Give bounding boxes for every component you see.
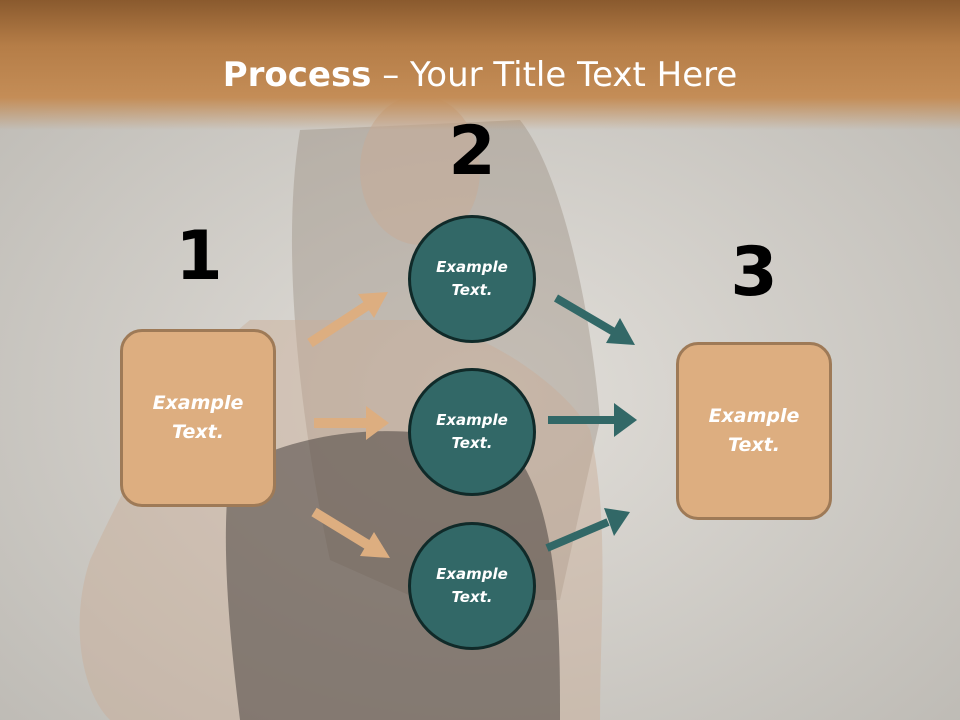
circle-bottom-text: Example Text. xyxy=(436,565,508,606)
title-bold: Process xyxy=(222,55,372,95)
step-number-1: 1 xyxy=(175,217,223,296)
step-number-3: 3 xyxy=(730,233,778,312)
left-box: Example Text. xyxy=(120,329,276,507)
title-rest: – Your Title Text Here xyxy=(371,55,738,95)
right-box: Example Text. xyxy=(676,342,832,520)
circle-top: Example Text. xyxy=(408,215,536,343)
left-box-text: Example Text. xyxy=(152,392,244,443)
circle-top-text: Example Text. xyxy=(436,258,508,299)
circle-bottom: Example Text. xyxy=(408,522,536,650)
slide-title: Process – Your Title Text Here xyxy=(0,50,960,100)
circle-middle-text: Example Text. xyxy=(436,411,508,452)
circle-middle: Example Text. xyxy=(408,368,536,496)
title-bar xyxy=(0,0,960,130)
step-number-2: 2 xyxy=(448,112,496,191)
right-box-text: Example Text. xyxy=(708,405,800,456)
